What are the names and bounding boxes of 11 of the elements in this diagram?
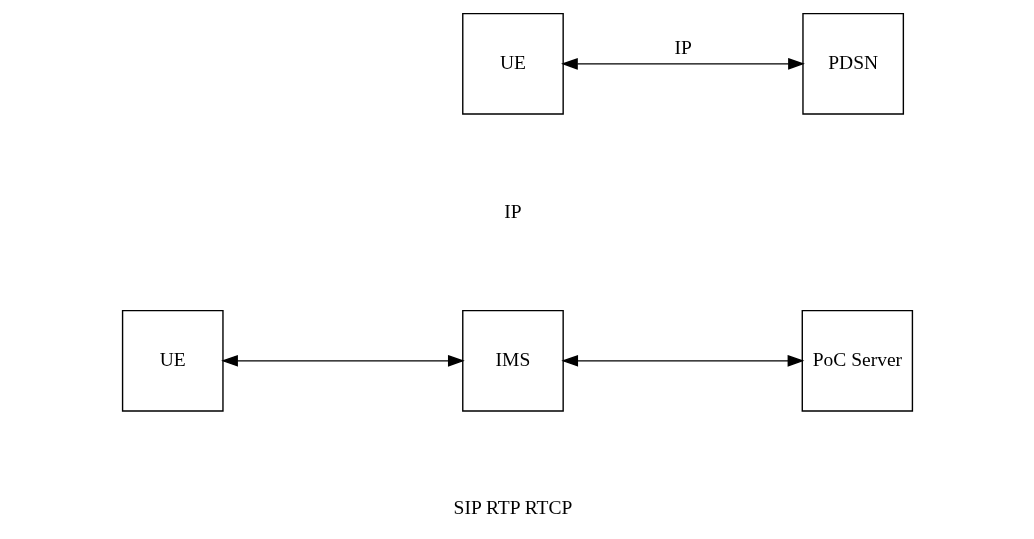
node-box: UE: [121, 309, 224, 412]
node-box: PDSN: [801, 12, 904, 115]
arrow: [220, 354, 465, 367]
label: IP: [503, 200, 522, 222]
node-box: IMS: [461, 309, 564, 412]
arrow: [560, 354, 804, 367]
label: SIP RTP RTCP: [453, 497, 572, 519]
node-box: UE: [461, 12, 564, 115]
edge-label: IP: [673, 37, 692, 59]
arrow: [560, 58, 805, 70]
node-box: PoC Server: [801, 309, 913, 412]
